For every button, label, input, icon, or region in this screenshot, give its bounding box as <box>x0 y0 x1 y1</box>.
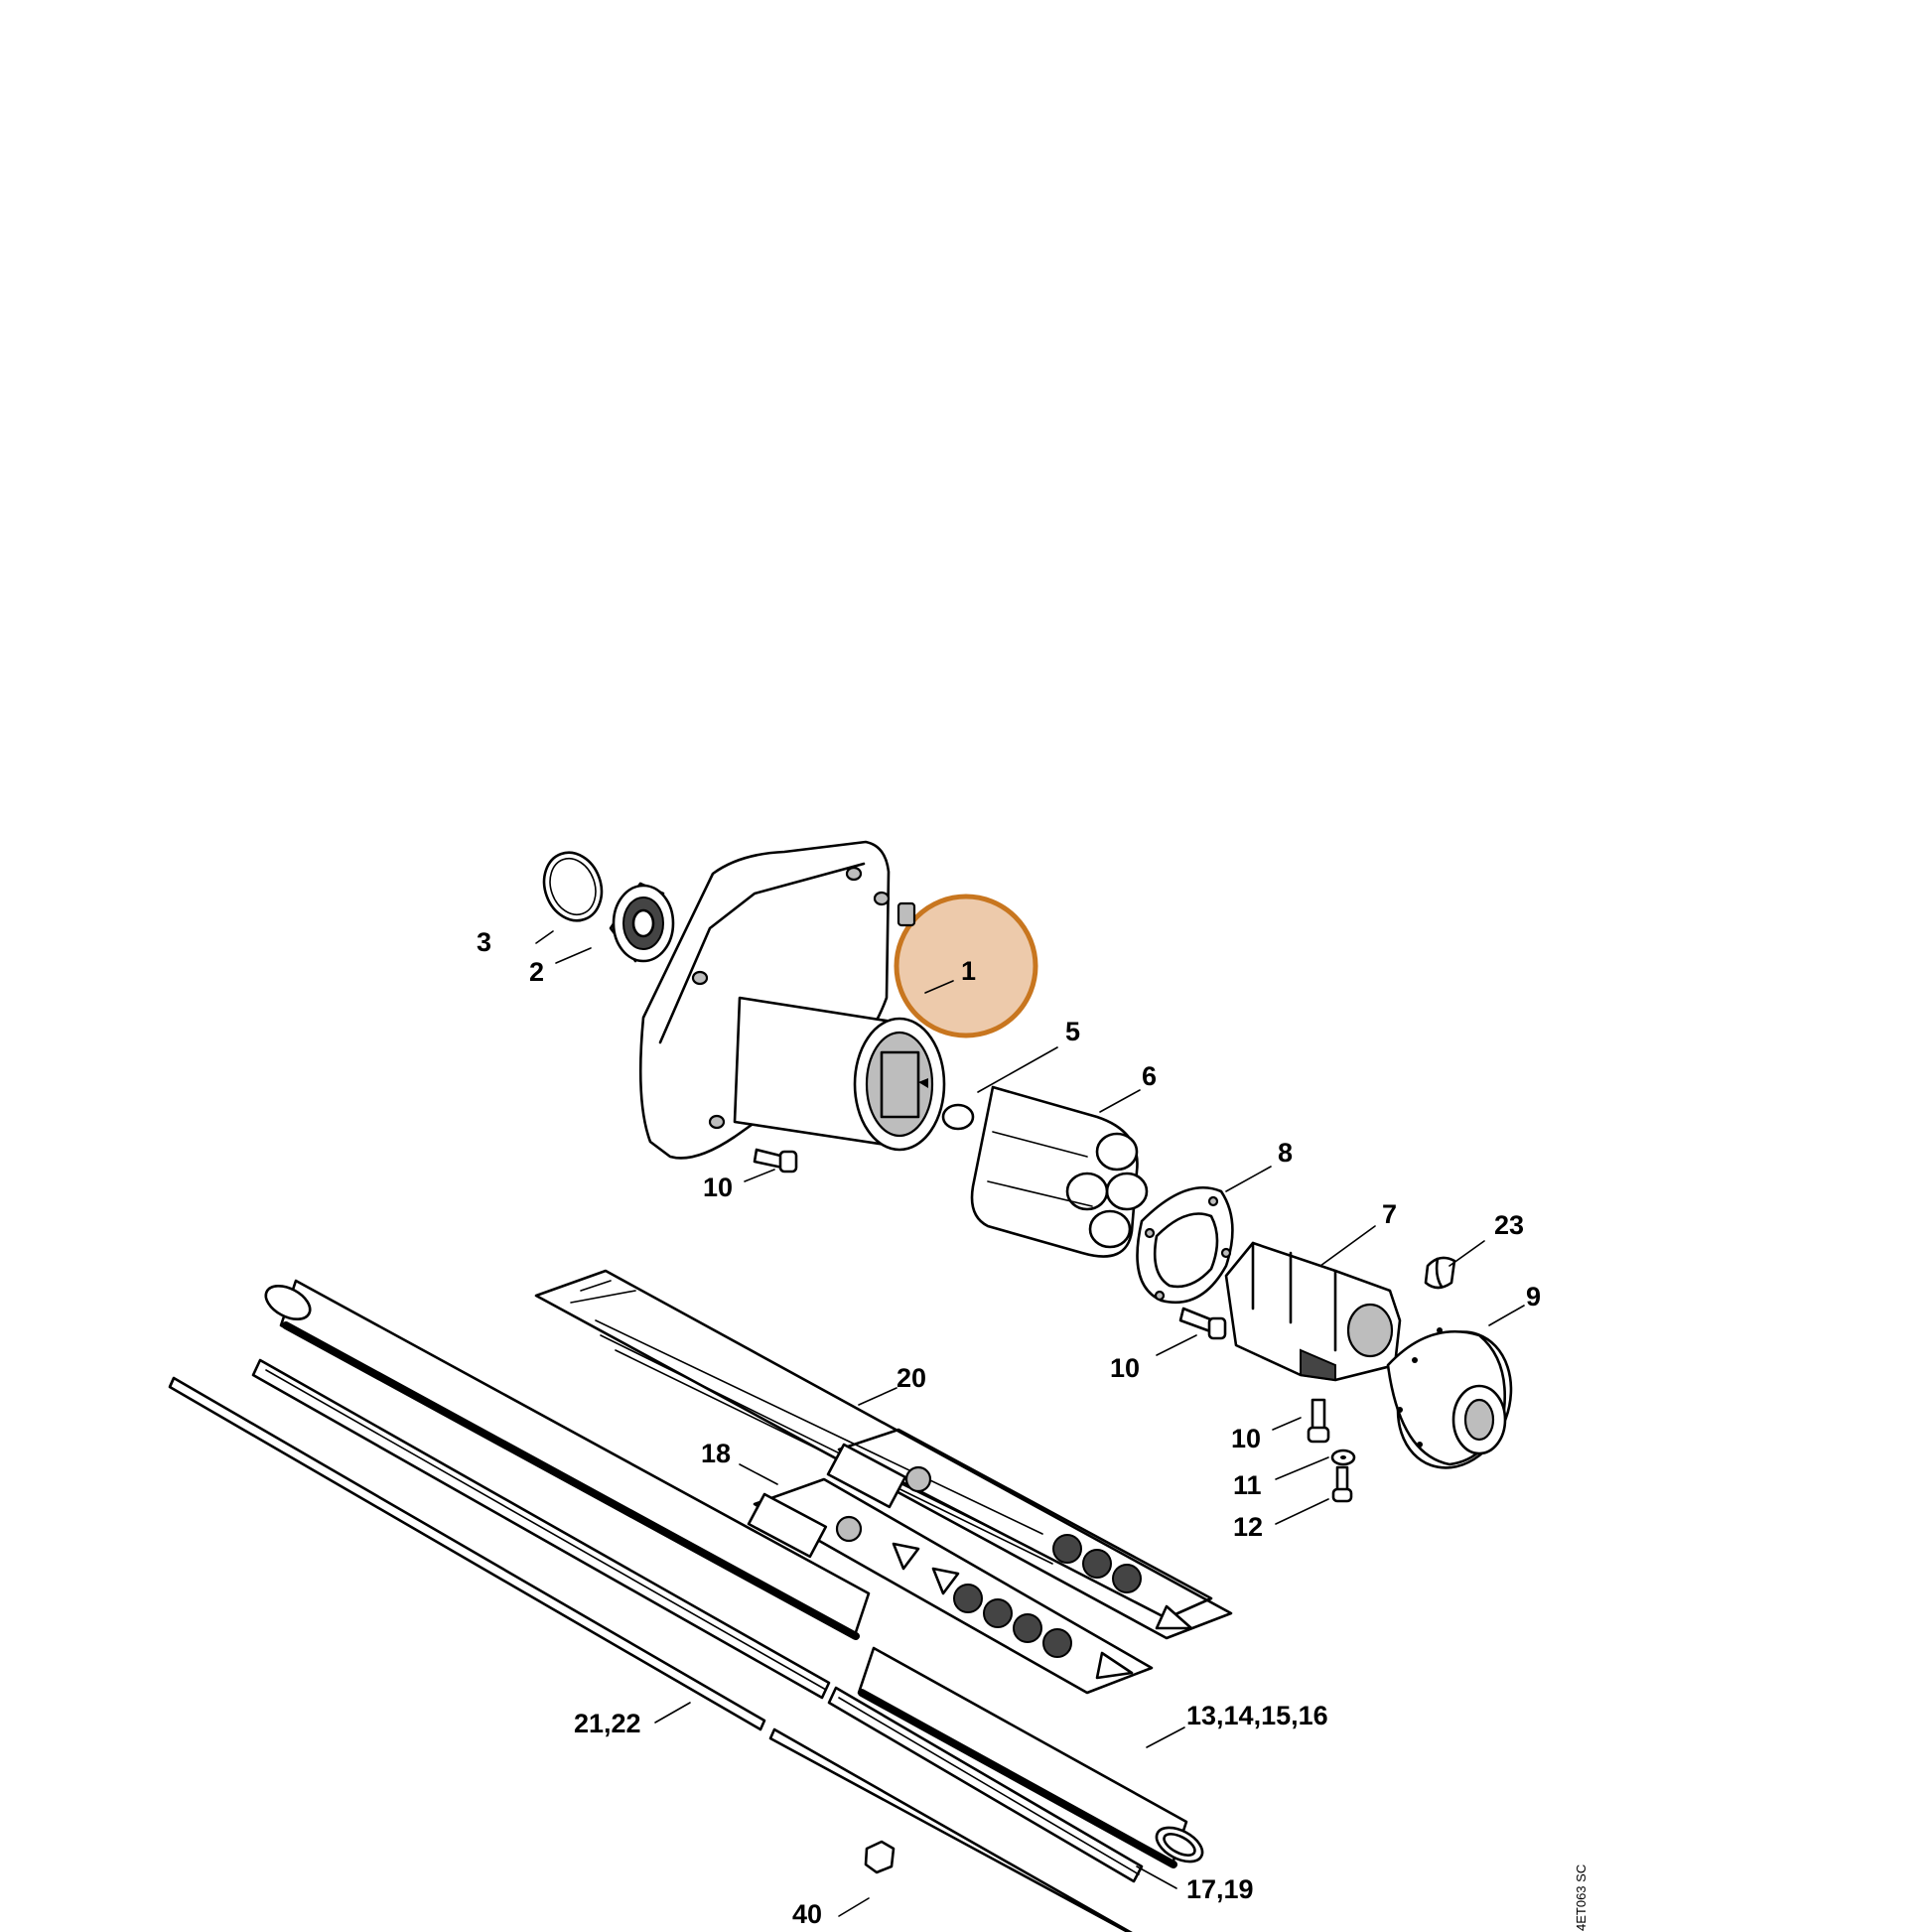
callout-11[interactable]: 11 <box>1233 1470 1262 1500</box>
part-ring[interactable] <box>941 1103 975 1131</box>
part-decal-upper[interactable] <box>534 1269 1233 1640</box>
part-screw-10b[interactable] <box>1178 1307 1227 1340</box>
callout-6[interactable]: 6 <box>1142 1061 1157 1091</box>
callout-10c[interactable]: 10 <box>1231 1424 1261 1453</box>
callout-labels: 1 2 3 5 6 7 8 9 10 10 10 11 12 13,14,15,… <box>477 927 1541 1929</box>
callout-3[interactable]: 3 <box>477 927 491 957</box>
callout-1[interactable]: 1 <box>961 956 976 986</box>
part-clip[interactable] <box>1424 1256 1456 1290</box>
callout-9[interactable]: 9 <box>1526 1282 1541 1311</box>
part-circlip[interactable] <box>535 845 612 929</box>
part-cover-cap[interactable] <box>1379 1315 1529 1483</box>
part-ball-bearing[interactable] <box>609 882 675 963</box>
part-drive-shaft[interactable] <box>168 1376 1133 1932</box>
part-liner[interactable] <box>251 1358 1144 1883</box>
callout-12[interactable]: 12 <box>1233 1512 1263 1542</box>
callout-18[interactable]: 18 <box>701 1439 731 1468</box>
callout-23[interactable]: 23 <box>1494 1210 1524 1240</box>
part-drive-tube[interactable] <box>260 1279 1207 1868</box>
callout-7[interactable]: 7 <box>1382 1199 1397 1229</box>
callout-10b[interactable]: 10 <box>1110 1353 1140 1383</box>
callout-40[interactable]: 40 <box>792 1899 822 1929</box>
callout-5[interactable]: 5 <box>1065 1017 1080 1046</box>
part-nut[interactable] <box>864 1840 896 1874</box>
callout-20[interactable]: 20 <box>897 1363 926 1393</box>
callout-2[interactable]: 2 <box>529 957 544 987</box>
part-flange-housing[interactable] <box>638 840 946 1160</box>
callout-21[interactable]: 21,22 <box>574 1709 641 1738</box>
callout-10a[interactable]: 10 <box>703 1173 733 1202</box>
part-screw-10a[interactable] <box>753 1148 798 1173</box>
part-decal-lower[interactable] <box>747 1477 1154 1695</box>
part-coupling[interactable] <box>970 1085 1149 1258</box>
drawing-code: 4ET063 SC <box>1574 1864 1588 1931</box>
callout-13[interactable]: 13,14,15,16 <box>1186 1701 1328 1730</box>
part-screw-12[interactable] <box>1331 1465 1353 1503</box>
part-washer-11[interactable] <box>1330 1449 1356 1466</box>
callout-17[interactable]: 17,19 <box>1186 1874 1254 1904</box>
part-clamp-housing[interactable] <box>1224 1241 1402 1382</box>
part-screw-10c[interactable] <box>1307 1398 1330 1444</box>
leader-lines <box>535 930 1525 1917</box>
highlight-marker[interactable] <box>894 894 1038 1038</box>
callout-8[interactable]: 8 <box>1278 1138 1293 1168</box>
part-gasket[interactable] <box>1136 1186 1234 1305</box>
